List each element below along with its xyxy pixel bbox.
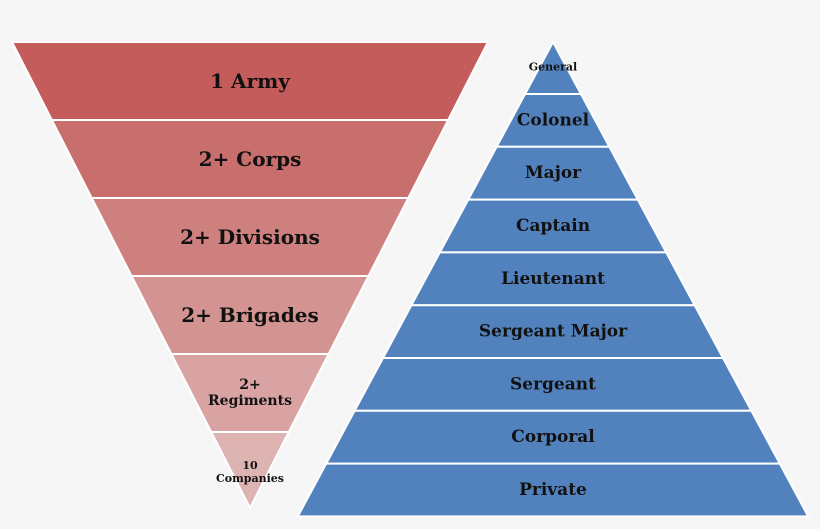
rank-level-colonel-label: Colonel — [517, 110, 590, 130]
unit-level-2-regiments-label: 2+ — [239, 377, 260, 393]
rank-level-private-label: Private — [519, 480, 587, 500]
unit-level-10-companies-band — [209, 431, 291, 511]
rank-level-lieutenant-label: Lieutenant — [501, 269, 605, 289]
unit-level-2-divisions-label: 2+ Divisions — [180, 225, 320, 249]
unit-level-2-regiments-label: Regiments — [208, 393, 292, 409]
rank-level-corporal-label: Corporal — [511, 427, 595, 447]
unit-level-1-army-label: 1 Army — [210, 69, 291, 93]
unit-level-10-companies-label: 10 — [242, 459, 258, 472]
unit-level-10-companies-label: Companies — [216, 472, 284, 485]
unit-level-2-brigades-label: 2+ Brigades — [181, 303, 319, 327]
unit-hierarchy-inverted-pyramid: 1 Army 2+ Corps 2+ Divisions 2+ Brigades 2+R… — [10, 41, 490, 511]
rank-level-sergeant-major-label: Sergeant Major — [479, 322, 628, 342]
rank-level-major-label: Major — [525, 163, 582, 183]
rank-hierarchy-pyramid: GeneralColonelMajorCaptainLieutenantSerg… — [296, 39, 810, 518]
rank-level-private-band — [296, 462, 810, 518]
rank-level-captain-label: Captain — [516, 216, 590, 236]
rank-level-general-label: General — [529, 61, 578, 74]
rank-level-sergeant-label: Sergeant — [510, 374, 596, 394]
unit-level-2-corps-label: 2+ Corps — [199, 147, 302, 171]
